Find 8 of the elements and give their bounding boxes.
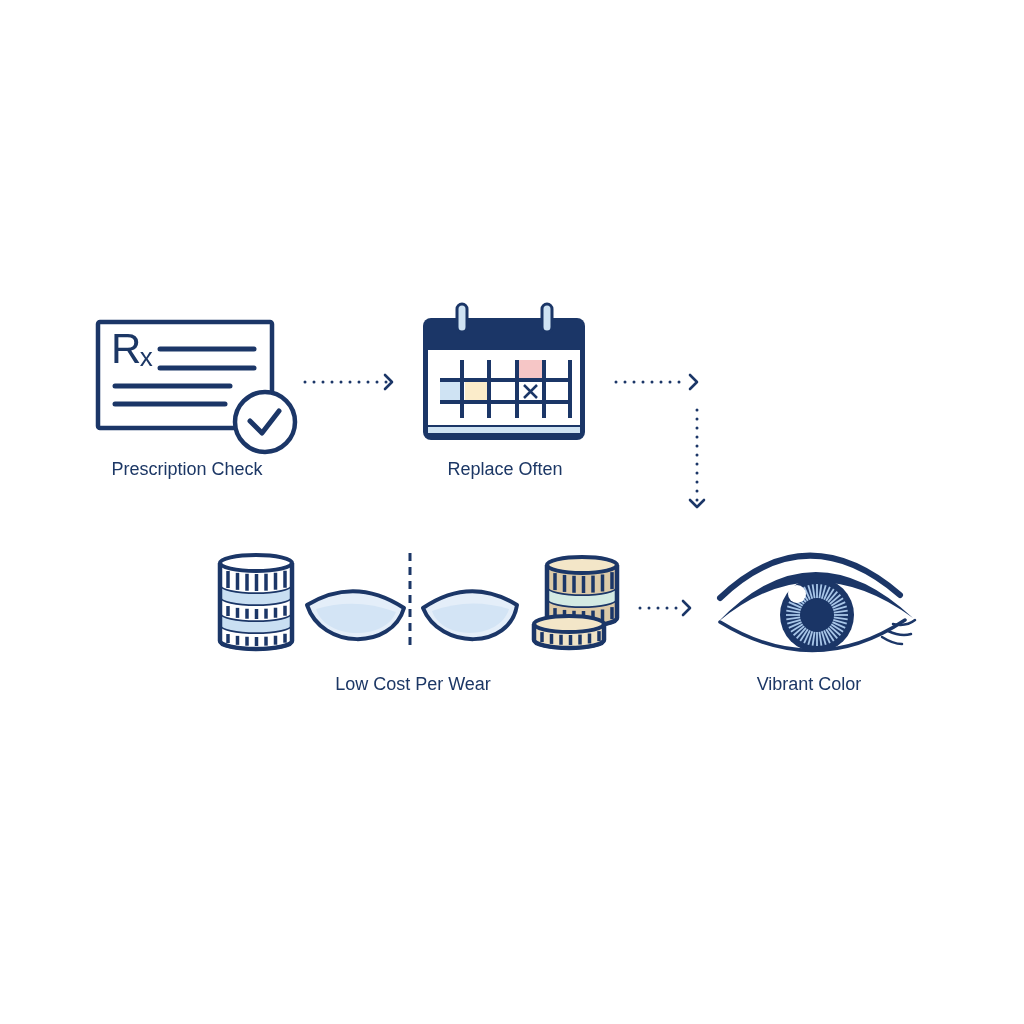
dotted-arrow — [301, 373, 394, 391]
dotted-arrow — [612, 373, 706, 509]
step-label: Vibrant Color — [756, 673, 862, 695]
prescription-symbol: R$_{x}$ — [111, 328, 153, 370]
step-label: Low Cost Per Wear — [335, 673, 491, 695]
step-label: Replace Often — [447, 458, 563, 480]
step-label: Prescription Check — [111, 458, 263, 480]
dotted-arrow — [636, 599, 692, 617]
